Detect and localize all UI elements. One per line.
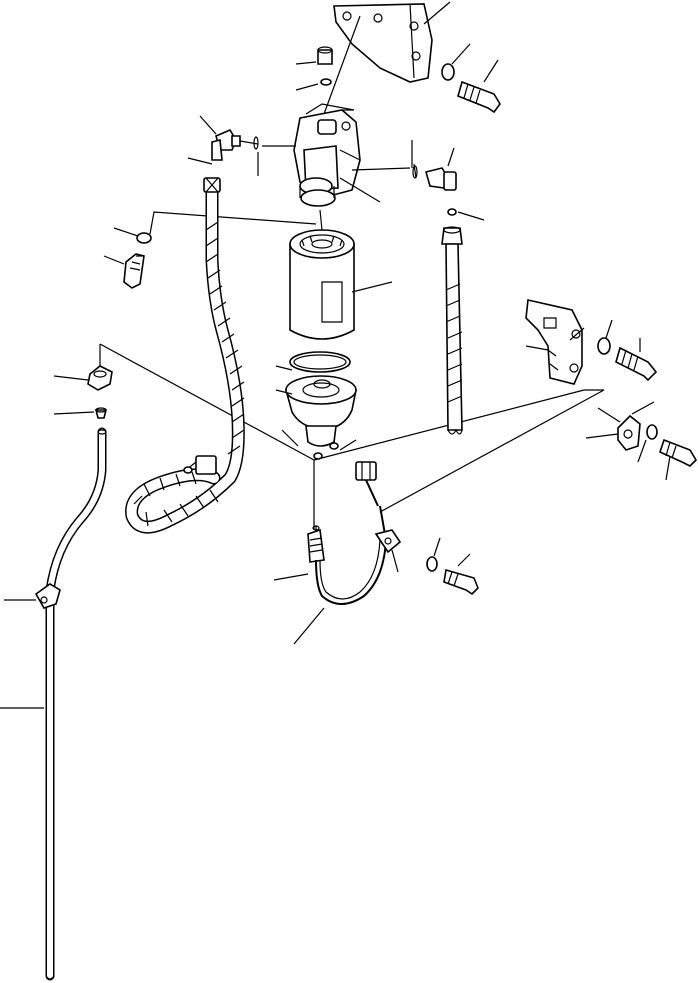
washer-and-bolt-left <box>104 212 316 288</box>
water-separator-bowl <box>276 376 356 459</box>
filter-head <box>294 16 410 206</box>
plug-screw <box>296 47 332 90</box>
water-sensor-harness <box>274 462 400 644</box>
fuel-hose-spiral-wrapped <box>132 178 244 527</box>
filter-seal-ring <box>276 352 350 372</box>
harness-clip-bolt <box>427 538 478 594</box>
tube-clip <box>4 584 60 608</box>
reference-lines <box>100 344 604 530</box>
mounting-bracket-upper <box>334 2 450 82</box>
upper-bracket-bolt <box>442 44 500 112</box>
fuel-filter-cartridge <box>290 210 392 339</box>
hose-clamp-right <box>586 402 696 480</box>
elbow-fitting-left <box>188 116 296 176</box>
right-bracket-bolt <box>598 320 656 380</box>
mounting-bracket-right <box>526 300 584 384</box>
breather-fitting <box>54 366 112 418</box>
fuel-hose-right <box>442 227 462 434</box>
breather-tube <box>0 430 106 979</box>
elbow-fitting-right <box>412 140 484 220</box>
